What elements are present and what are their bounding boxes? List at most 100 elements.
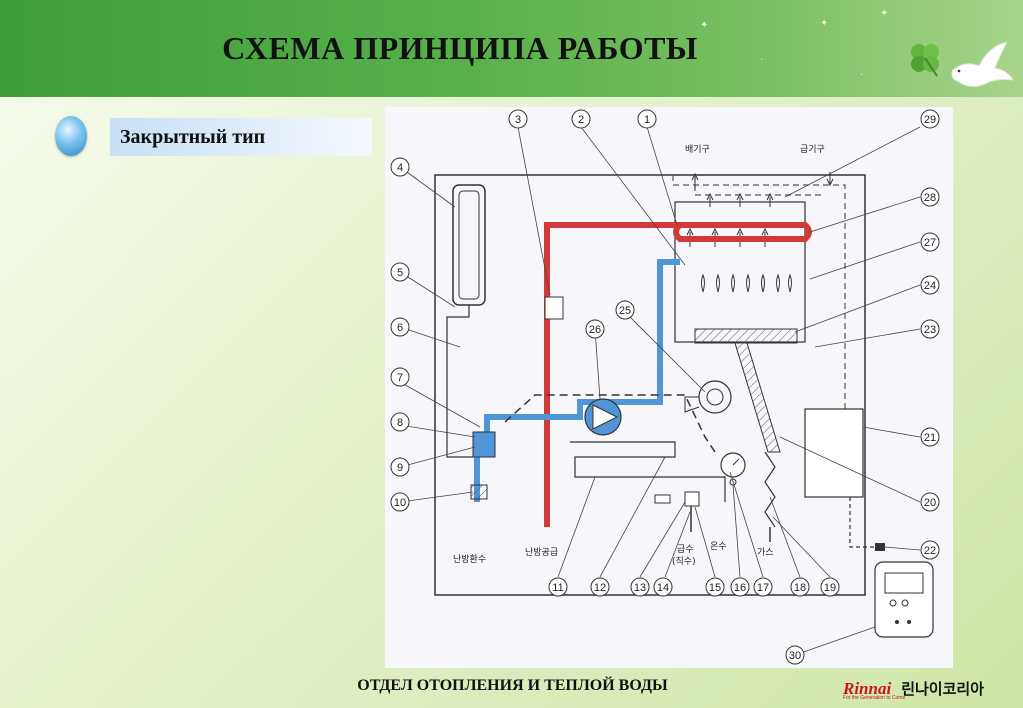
callout-26: 26 xyxy=(585,319,605,339)
hot-water-circuit xyxy=(570,441,726,502)
callout-6: 6 xyxy=(390,317,410,337)
svg-text:15: 15 xyxy=(709,582,721,594)
sparkle-decoration: ✦ xyxy=(880,8,889,19)
boiler-schematic-svg: 1 2 3 4 5 6 7 8 9 10 11 12 13 14 15 16 1… xyxy=(390,109,940,665)
sparkle-decoration: ✦ xyxy=(700,20,709,31)
callout-27: 27 xyxy=(920,232,940,252)
svg-text:16: 16 xyxy=(734,582,746,594)
svg-text:27: 27 xyxy=(924,237,936,249)
callout-16: 16 xyxy=(730,577,750,597)
svg-text:19: 19 xyxy=(824,582,836,594)
svg-text:9: 9 xyxy=(397,462,403,474)
heat-arrows xyxy=(686,172,834,247)
sparkle-decoration: · xyxy=(860,70,864,81)
svg-text:4: 4 xyxy=(397,162,403,174)
clover-icon xyxy=(911,44,939,77)
callout-7: 7 xyxy=(390,367,410,387)
callout-3: 3 xyxy=(508,109,528,129)
footer-department: ОТДЕЛ ОТОПЛЕНИЯ И ТЕПЛОЙ ВОДЫ xyxy=(357,677,668,694)
three-way-valve xyxy=(472,431,496,458)
heating-supply-pipe xyxy=(544,222,812,527)
svg-text:28: 28 xyxy=(924,192,936,204)
svg-text:18: 18 xyxy=(794,582,806,594)
svg-text:6: 6 xyxy=(397,322,403,334)
label-heating-supply: 난방공급 xyxy=(525,547,558,558)
label-hot-water: 온수 xyxy=(710,541,727,552)
bullet-icon xyxy=(55,116,87,156)
flow-sensor xyxy=(654,494,671,504)
expansion-tank xyxy=(452,184,486,306)
callout-8: 8 xyxy=(390,412,410,432)
page-title: СХЕМА ПРИНЦИПА РАБОТЫ xyxy=(222,30,698,66)
svg-text:13: 13 xyxy=(634,582,646,594)
callout-28: 28 xyxy=(920,187,940,207)
callout-29: 29 xyxy=(920,109,940,129)
label-cold-water: 급수 xyxy=(677,544,694,555)
svg-text:24: 24 xyxy=(924,280,936,292)
callout-20: 20 xyxy=(920,492,940,512)
filter xyxy=(470,484,488,500)
svg-text:29: 29 xyxy=(924,114,936,126)
svg-text:10: 10 xyxy=(394,497,406,509)
svg-text:3: 3 xyxy=(515,114,521,126)
callout-2: 2 xyxy=(571,109,591,129)
svg-text:5: 5 xyxy=(397,267,403,279)
svg-text:23: 23 xyxy=(924,324,936,336)
callout-24: 24 xyxy=(920,275,940,295)
callout-4: 4 xyxy=(390,157,410,177)
brand-block: Rinnai 린나이코리아 For the Generation to Come xyxy=(843,678,984,702)
subtitle-box: Закрытный тип xyxy=(110,118,372,156)
callout-17: 17 xyxy=(753,577,773,597)
svg-text:8: 8 xyxy=(397,417,403,429)
gas-manifold xyxy=(734,342,781,453)
brand-korean: 린나이코리아 xyxy=(901,680,985,698)
callout-30: 30 xyxy=(785,645,805,665)
svg-text:25: 25 xyxy=(619,305,631,317)
leader-lines xyxy=(399,126,921,656)
brand-tagline: For the Generation to Come xyxy=(843,695,906,701)
gas-valve xyxy=(764,451,776,528)
callout-18: 18 xyxy=(790,577,810,597)
callout-19: 19 xyxy=(820,577,840,597)
boiler-casing xyxy=(434,174,866,596)
blower-fan xyxy=(698,380,732,414)
svg-text:14: 14 xyxy=(657,582,669,594)
svg-text:7: 7 xyxy=(397,372,403,384)
burner xyxy=(694,328,798,344)
svg-text:30: 30 xyxy=(789,650,801,662)
cold-water-inlet xyxy=(684,491,700,507)
burner-flames xyxy=(701,273,792,293)
callout-10: 10 xyxy=(390,492,410,512)
svg-text:22: 22 xyxy=(924,545,936,557)
svg-text:11: 11 xyxy=(552,582,563,594)
heat-exchanger-plate xyxy=(544,296,564,320)
svg-text:20: 20 xyxy=(924,497,936,509)
callout-5: 5 xyxy=(390,262,410,282)
label-exhaust: 배기구 xyxy=(685,144,710,155)
label-heating-return: 난방환수 xyxy=(453,553,486,565)
sparkle-decoration: · xyxy=(760,55,764,66)
boiler-schematic: 1 2 3 4 5 6 7 8 9 10 11 12 13 14 15 16 1… xyxy=(385,107,953,668)
sparkle-decoration: ✦ xyxy=(820,18,829,29)
callout-1: 1 xyxy=(637,109,657,129)
brand-logo: Rinnai xyxy=(843,679,892,698)
header-banner: ✦ · ✦ · ✦ СХЕМА ПРИНЦИПА РАБОТЫ xyxy=(0,0,1023,97)
callout-23: 23 xyxy=(920,319,940,339)
dove-icon xyxy=(951,41,1014,88)
label-cold-water-sub: (직수) xyxy=(672,556,696,567)
svg-text:1: 1 xyxy=(644,114,650,126)
callout-22: 22 xyxy=(920,540,940,560)
air-intake-duct xyxy=(672,175,846,417)
callout-15: 15 xyxy=(705,577,725,597)
callout-9: 9 xyxy=(390,457,410,477)
subtitle: Закрытный тип xyxy=(120,126,266,148)
callout-21: 21 xyxy=(920,427,940,447)
svg-text:12: 12 xyxy=(594,582,606,594)
flue-duct xyxy=(694,175,825,196)
callout-11: 11 xyxy=(548,577,568,597)
heating-return-pipe xyxy=(474,259,680,502)
callout-13: 13 xyxy=(630,577,650,597)
remote-controller xyxy=(874,561,934,638)
svg-text:26: 26 xyxy=(589,324,601,336)
svg-text:21: 21 xyxy=(924,432,936,444)
